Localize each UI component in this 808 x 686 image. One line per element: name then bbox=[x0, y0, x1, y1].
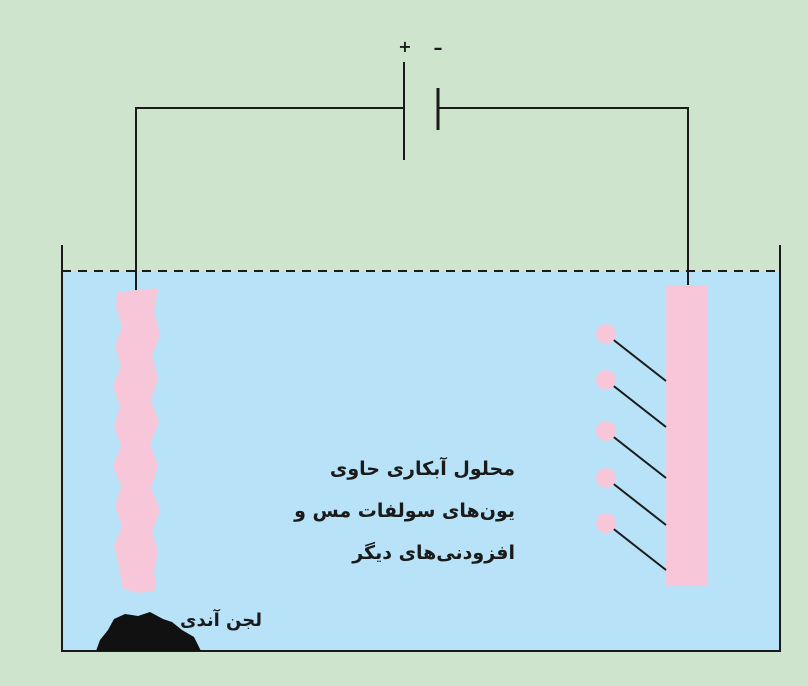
wire-cathode bbox=[438, 107, 689, 285]
solution-label: محلول آبکاری حاوی یون‌های سولفات مس و اف… bbox=[293, 456, 515, 564]
tank bbox=[61, 245, 781, 652]
ion-path bbox=[605, 333, 667, 382]
solution-label-line-3: افزودنی‌های دیگر bbox=[351, 541, 515, 564]
ion-path bbox=[605, 522, 667, 571]
ion-path bbox=[605, 430, 667, 479]
plating-solution bbox=[62, 271, 780, 651]
copper-ion bbox=[596, 513, 616, 533]
anode-electrode bbox=[113, 288, 160, 593]
copper-ions bbox=[596, 324, 667, 571]
wire-anode bbox=[135, 107, 404, 290]
solution-label-line-1: محلول آبکاری حاوی bbox=[330, 456, 515, 480]
ion-path bbox=[605, 379, 667, 428]
copper-ion bbox=[596, 421, 616, 441]
copper-ion bbox=[596, 370, 616, 390]
solution-label-line-2: یون‌های سولفات مس و bbox=[293, 500, 515, 522]
cathode-electrode bbox=[666, 285, 708, 586]
ion-path bbox=[605, 477, 667, 526]
copper-ion bbox=[596, 324, 616, 344]
battery-minus-sign: – bbox=[434, 38, 443, 59]
copper-ion bbox=[596, 468, 616, 488]
battery-plus-sign: + bbox=[398, 37, 411, 56]
anode-sludge-label: لجن آندی bbox=[180, 608, 262, 631]
anode-sludge bbox=[96, 612, 201, 651]
